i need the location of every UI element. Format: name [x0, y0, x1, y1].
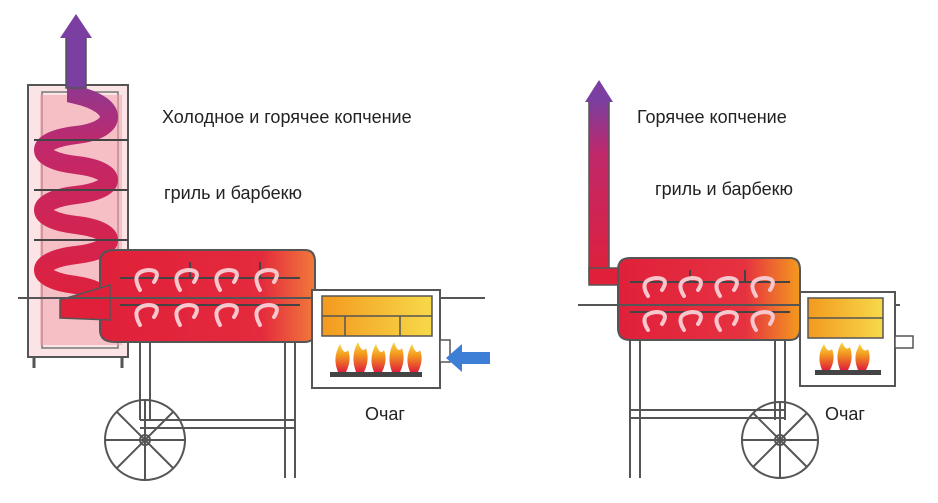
left-air-inlet-arrow-icon [446, 344, 490, 372]
label-hot-smoking: Горячее копчение [637, 107, 787, 127]
left-fire-grate [330, 372, 422, 377]
right-smoker [578, 80, 914, 479]
label-grill-bbq-left: гриль и барбекю [164, 183, 302, 203]
left-smoke-arrow-icon [60, 14, 92, 38]
left-wheel-icon [104, 399, 186, 481]
left-smoker [18, 14, 490, 481]
right-fire-flames [819, 342, 870, 370]
left-cooking-chamber [99, 249, 316, 343]
right-wheel-icon [741, 401, 819, 479]
left-connector-duct [59, 283, 111, 321]
label-hearth-left: Очаг [365, 404, 405, 424]
label-hearth-right: Очаг [825, 404, 865, 424]
right-smoke-arrow-icon [585, 80, 613, 102]
left-spiral-smoke [34, 51, 118, 319]
left-cabinet-racks [34, 139, 128, 241]
left-chamber-swirls [134, 267, 279, 327]
right-chamber-swirls [642, 275, 775, 332]
label-cold-hot-smoking: Холодное и горячее копчение [162, 107, 412, 127]
label-grill-bbq-right: гриль и барбекю [655, 179, 793, 199]
right-chimney [588, 99, 610, 281]
left-chimney [65, 35, 87, 89]
right-fire-grate [815, 370, 881, 375]
left-fire-flames [335, 342, 422, 372]
